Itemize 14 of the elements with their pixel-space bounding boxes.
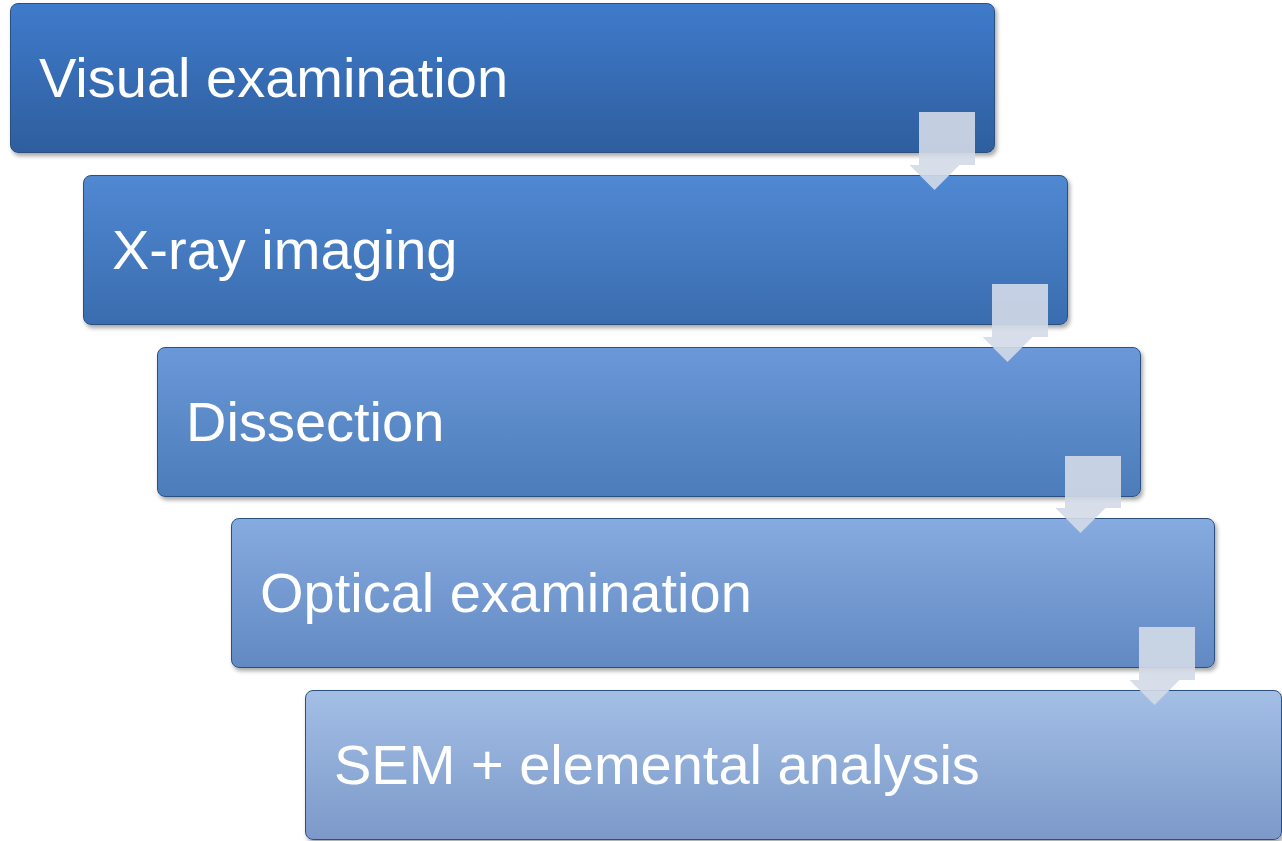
step-box xyxy=(305,690,1282,840)
step-label: Optical examination xyxy=(260,560,752,626)
down-arrow xyxy=(1129,627,1195,705)
step-box xyxy=(10,3,995,153)
step-box xyxy=(83,175,1068,325)
down-arrow xyxy=(909,112,975,190)
step-label: Visual examination xyxy=(39,45,509,111)
step-box xyxy=(157,347,1141,497)
step-label: SEM + elemental analysis xyxy=(334,732,980,798)
down-arrow xyxy=(982,284,1048,362)
step-box xyxy=(231,518,1215,668)
step-label: X-ray imaging xyxy=(112,217,458,283)
step-label: Dissection xyxy=(186,389,445,455)
down-arrow xyxy=(1055,456,1121,533)
